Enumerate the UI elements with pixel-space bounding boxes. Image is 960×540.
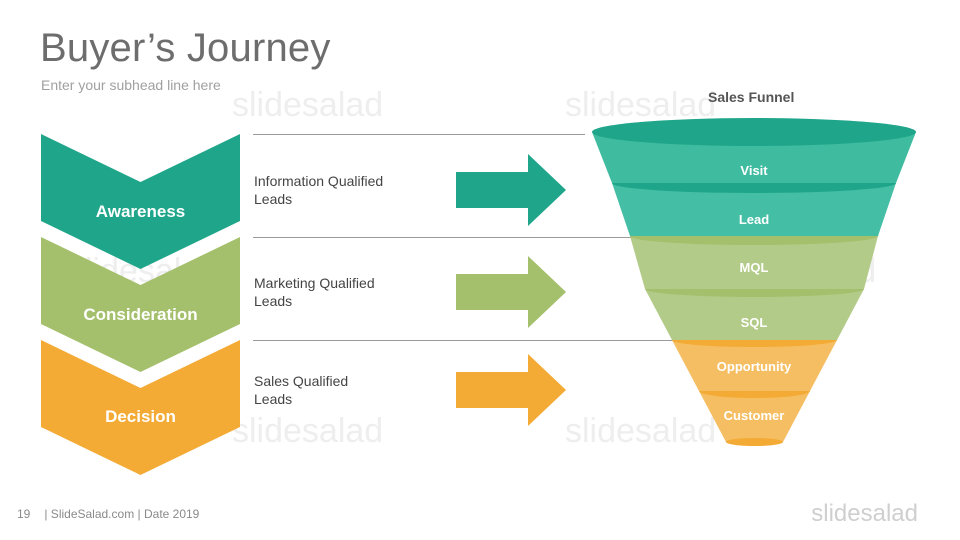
funnel-title: Sales Funnel bbox=[708, 89, 795, 105]
divider-line bbox=[253, 237, 636, 238]
funnel-label-opportunity: Opportunity bbox=[716, 359, 792, 374]
page-number: 19 bbox=[17, 507, 31, 521]
lead-line: Leads bbox=[254, 191, 293, 207]
divider-line bbox=[253, 134, 585, 135]
funnel-label-lead: Lead bbox=[738, 212, 770, 227]
lead-line: Information Qualified bbox=[254, 173, 384, 189]
watermark: slidesalad bbox=[232, 412, 384, 450]
page-title: Buyer’s Journey bbox=[40, 26, 331, 70]
funnel-bottom-cap bbox=[726, 438, 783, 446]
chevron-shape bbox=[41, 134, 240, 269]
footer: 19 | SlideSalad.com | Date 2019 bbox=[17, 507, 199, 521]
lead-line: Sales Qualified bbox=[254, 373, 349, 389]
page-subtitle: Enter your subhead line here bbox=[41, 77, 221, 93]
sales-funnel bbox=[592, 118, 916, 446]
funnel-top-rim bbox=[592, 118, 916, 146]
stage-chevron-consideration: Consideration bbox=[41, 237, 240, 372]
funnel-band-lead bbox=[612, 183, 896, 236]
funnel-label-customer: Customer bbox=[723, 408, 785, 423]
funnel-band-visit bbox=[592, 132, 916, 183]
stage-chevron-awareness: Awareness bbox=[41, 134, 240, 269]
brand-logo: slidesalad bbox=[811, 500, 918, 527]
stage-label: Awareness bbox=[95, 202, 186, 221]
arrow-right-icon bbox=[456, 154, 566, 226]
chevron-shape bbox=[41, 340, 240, 475]
funnel-label-visit: Visit bbox=[740, 163, 768, 178]
watermark: slidesalad bbox=[232, 86, 384, 124]
chevron-fill bbox=[41, 237, 240, 372]
lead-line: Leads bbox=[254, 391, 293, 407]
lead-line: Marketing Qualified bbox=[254, 275, 375, 291]
funnel-label-sql: SQL bbox=[740, 315, 768, 330]
funnel-band-opportunity bbox=[672, 340, 837, 391]
chevron-fill bbox=[41, 134, 240, 269]
lead-line: Leads bbox=[254, 293, 293, 309]
stage-label: Consideration bbox=[83, 305, 198, 324]
funnel-band-mql bbox=[630, 236, 878, 289]
funnel-label-mql: MQL bbox=[739, 260, 769, 275]
arrow-shape bbox=[456, 256, 566, 328]
funnel-band-sql bbox=[645, 289, 864, 340]
arrow-right-icon bbox=[456, 354, 566, 426]
funnel-band-customer bbox=[699, 391, 810, 442]
lead-description: Information Qualified Leads bbox=[254, 172, 444, 208]
arrow-shape bbox=[456, 354, 566, 426]
stage-label: Decision bbox=[105, 407, 176, 426]
lead-description: Marketing Qualified Leads bbox=[254, 274, 444, 310]
arrow-shape bbox=[456, 154, 566, 226]
lead-description: Sales Qualified Leads bbox=[254, 372, 444, 408]
chevron-fill bbox=[41, 340, 240, 475]
footer-info: | SlideSalad.com | Date 2019 bbox=[44, 507, 200, 521]
chevron-shape bbox=[41, 237, 240, 372]
arrow-right-icon bbox=[456, 256, 566, 328]
stage-chevron-decision: Decision bbox=[41, 340, 240, 475]
divider-line bbox=[253, 340, 683, 341]
